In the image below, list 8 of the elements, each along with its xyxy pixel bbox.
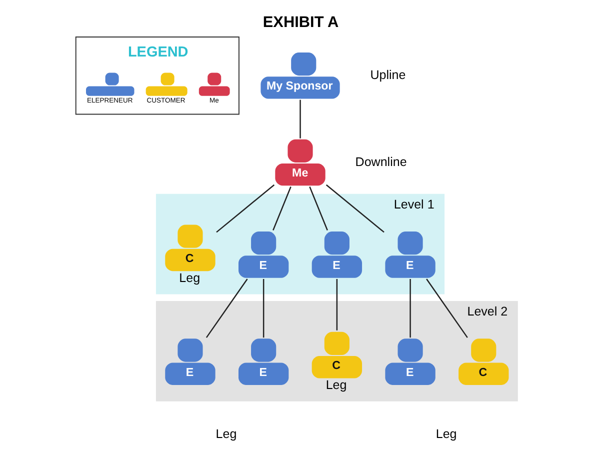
label: Downline xyxy=(354,154,406,169)
label: Upline xyxy=(370,68,406,82)
label: Leg xyxy=(215,426,236,441)
label: Leg xyxy=(435,426,456,441)
node-label: Leg xyxy=(325,378,346,392)
node-label: Leg xyxy=(178,271,200,286)
label: LEGEND xyxy=(127,44,188,60)
diagram-title: EXHIBIT A xyxy=(262,14,338,32)
